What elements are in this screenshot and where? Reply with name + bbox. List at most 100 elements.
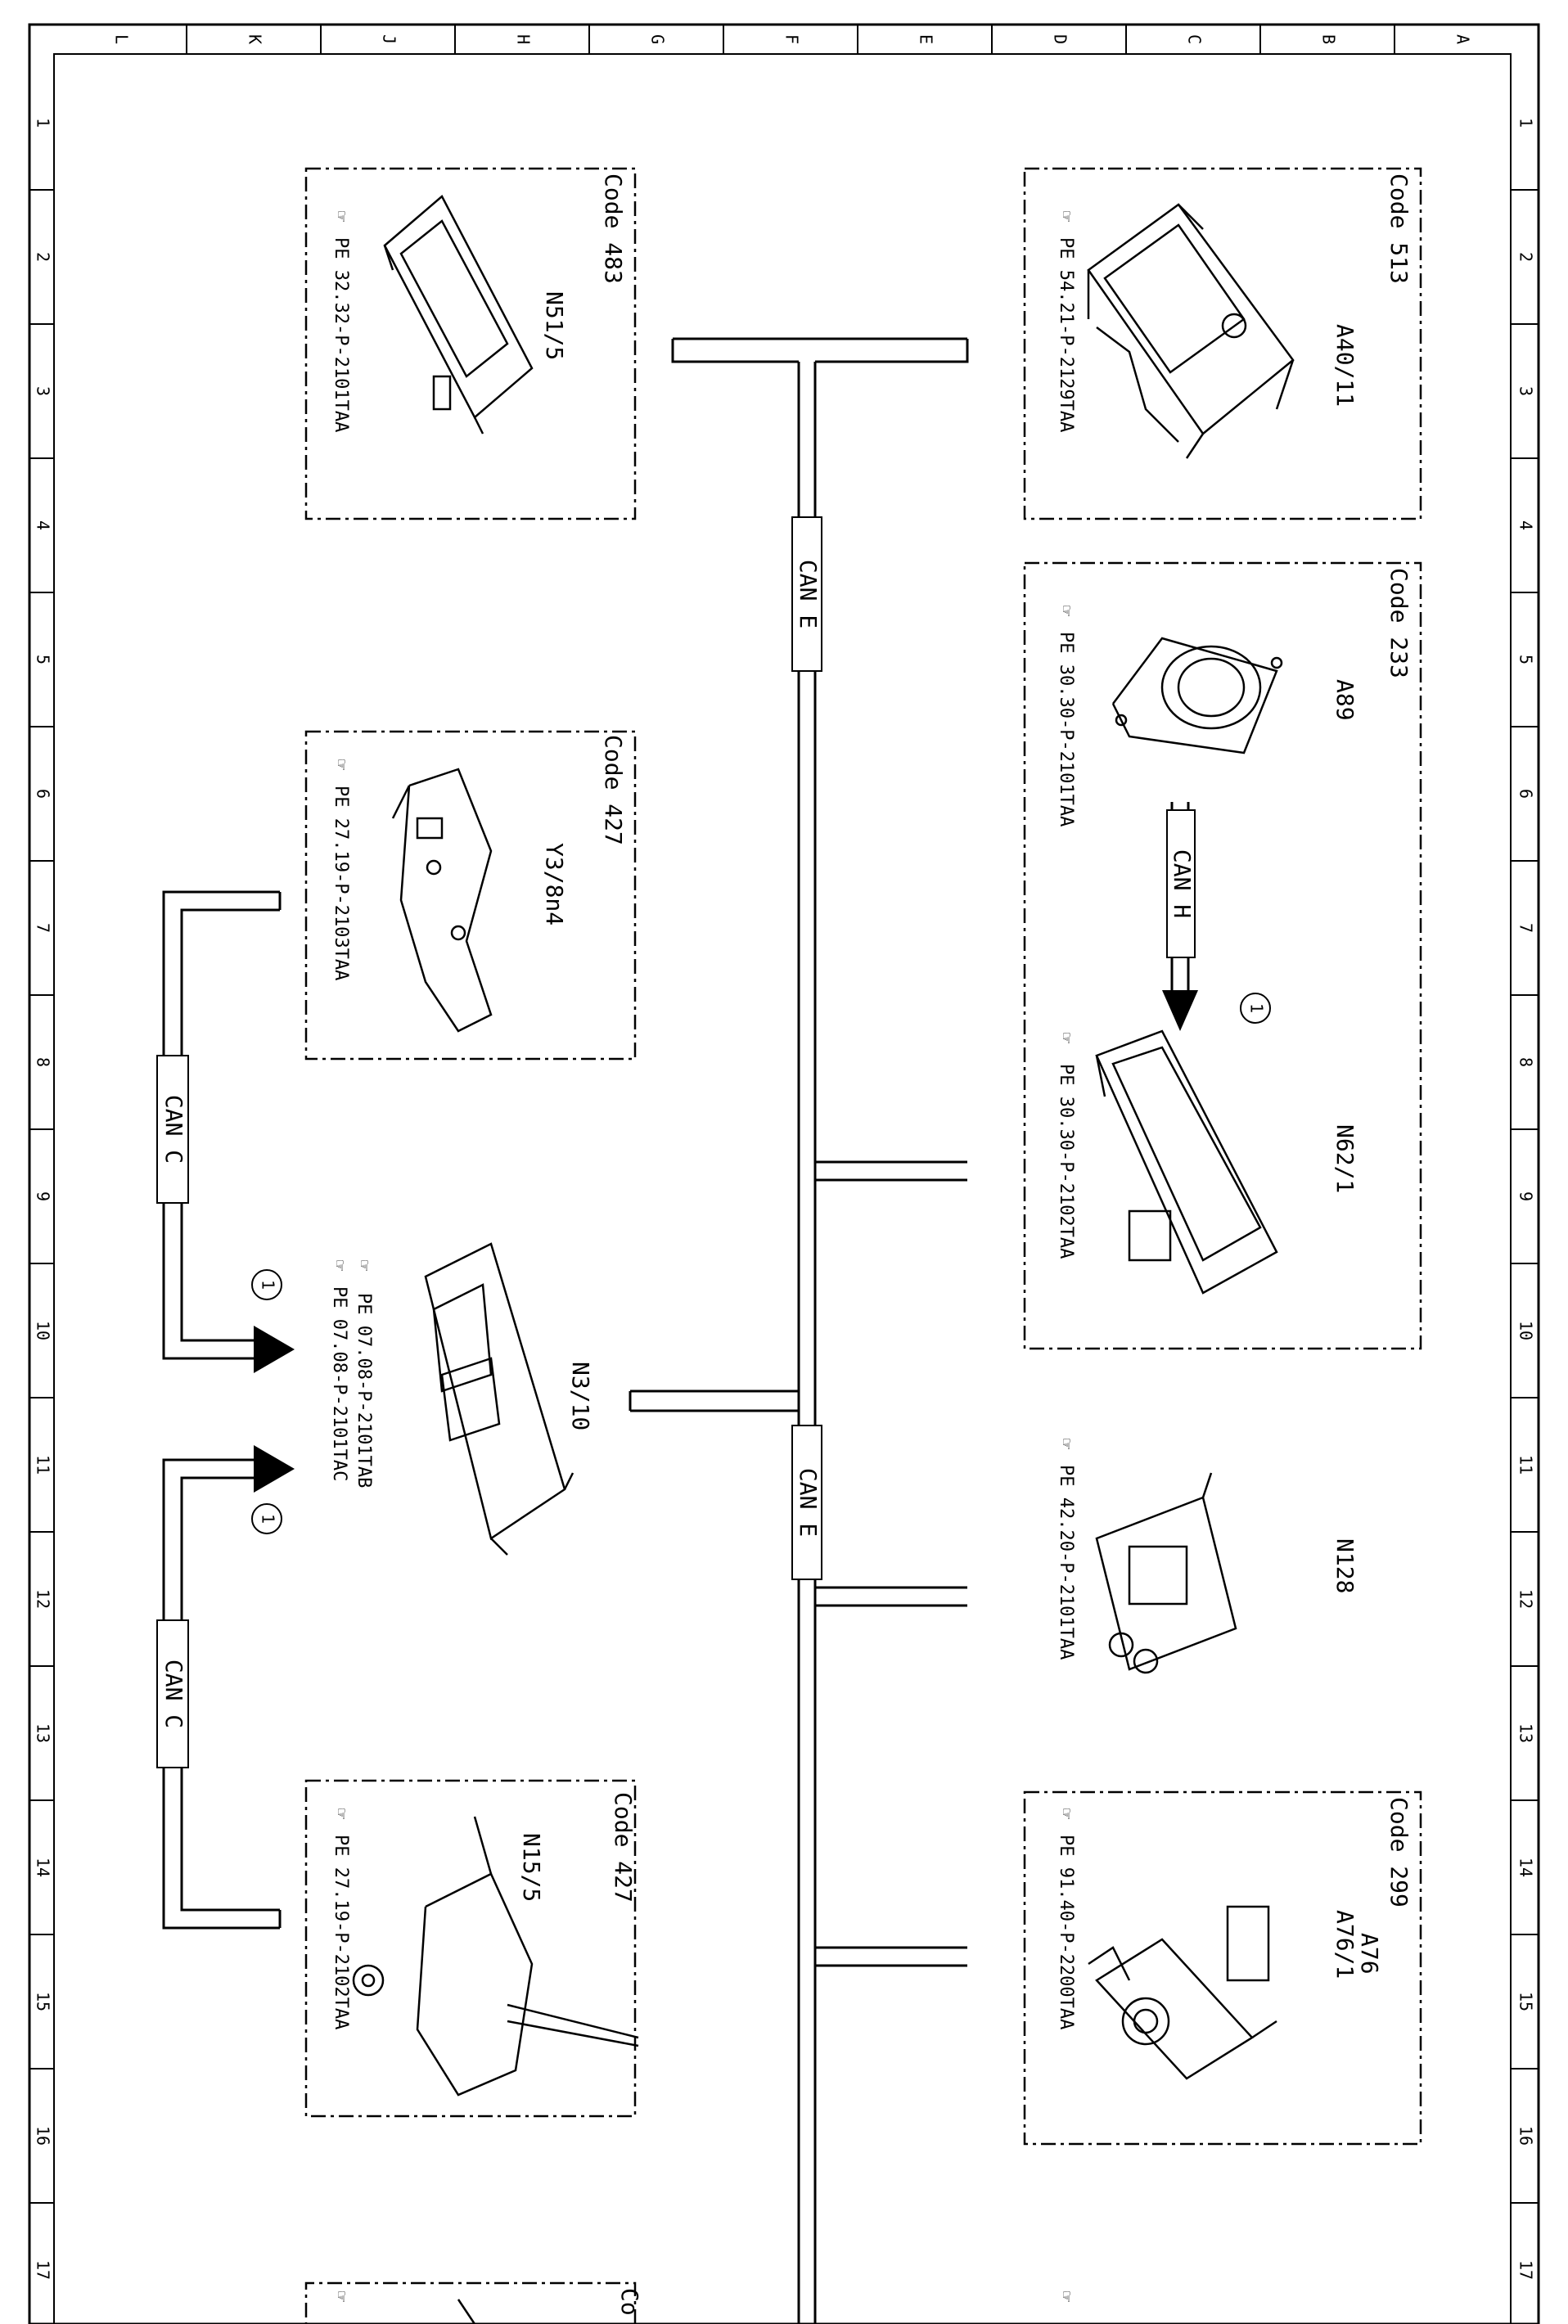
module-name: A89 [1331, 679, 1358, 721]
module-code-fragment: Co [616, 2288, 643, 2316]
col-letter: H [514, 34, 534, 44]
row-number: 2 [34, 252, 53, 262]
n3-10-illustration [424, 1242, 574, 1556]
module-ref-group: ☞ PE 27.19-P-2102TAA [331, 1808, 351, 2029]
doc-pointer-icon: ☞ [331, 2291, 351, 2302]
option-boxes [304, 167, 1422, 2324]
module-ref: PE 91.40-P-2200TAA [1056, 1835, 1076, 2029]
module-ref: PE 30.30-P-2102TAA [1056, 1064, 1076, 1259]
row-number: 17 [34, 2260, 53, 2280]
module-ref: PE 30.30-P-2101TAA [1056, 632, 1076, 826]
doc-pointer-icon: ☞ [1056, 1033, 1076, 1043]
module-ref: PE 27.19-P-2103TAA [331, 786, 351, 980]
col-letter: E [917, 34, 936, 44]
module-name: A76 [1356, 1933, 1383, 1975]
doc-pointer-icon: ☞ [354, 1260, 374, 1271]
row-number: 3 [1516, 386, 1536, 396]
module-name: A40/11 [1331, 324, 1358, 407]
module-ref: PE 27.19-P-2102TAA [331, 1835, 351, 2029]
module-name: Y3/8n4 [541, 843, 568, 926]
doc-pointer-icon: ☞ [329, 1260, 349, 1271]
row-number: 15 [1516, 1992, 1536, 2011]
module-ref-group: ☞ PE 54.21-P-2129TAA [1056, 211, 1076, 432]
row-grid [29, 189, 1539, 2204]
note-marker: 1 [1247, 1003, 1267, 1013]
module-ref-group: ☞ PE 27.19-P-2103TAA [331, 759, 351, 980]
module-name: N15/5 [518, 1833, 545, 1902]
doc-pointer-icon: ☞ [1056, 2291, 1076, 2302]
col-letter: A [1453, 34, 1473, 44]
doc-pointer-icon: ☞ [331, 1808, 351, 1819]
arrow-right-icon [254, 1445, 295, 1493]
n15-5-illustration [352, 1816, 639, 2097]
can-h-label: CAN H [1169, 849, 1196, 918]
module-code: Code 233 [1386, 568, 1413, 678]
row-number: 14 [34, 1858, 53, 1877]
y3-8n4-illustration [391, 768, 493, 1033]
col-letter: F [782, 34, 802, 44]
col-letter: D [1051, 34, 1070, 44]
row-number: 10 [34, 1321, 53, 1340]
n62-1-illustration [1095, 1029, 1278, 1295]
note-marker: 1 [259, 1514, 278, 1524]
can-e-label: CAN E [795, 1468, 822, 1537]
module-code: Code 483 [600, 173, 627, 284]
doc-pointer-icon: ☞ [1056, 1808, 1076, 1819]
module-ref: PE 07.08-P-2101TAB [354, 1293, 374, 1488]
column-grid [186, 25, 1395, 54]
row-number: 6 [34, 789, 53, 799]
row-number: 12 [34, 1589, 53, 1609]
module-name-2: A76/1 [1331, 1910, 1358, 1979]
module-code: Code 299 [1386, 1797, 1413, 1907]
row-number: 9 [34, 1191, 53, 1201]
row-number: 9 [1516, 1191, 1536, 1201]
can-e-bus [629, 337, 969, 2324]
row-number: 6 [1516, 789, 1536, 799]
doc-pointer-icon: ☞ [1056, 1439, 1076, 1449]
col-letter: G [648, 34, 668, 44]
row-number: 8 [34, 1057, 53, 1067]
doc-pointer-icon: ☞ [1056, 211, 1076, 222]
module-ref: PE 54.21-P-2129TAA [1056, 237, 1076, 432]
row-number: 5 [34, 655, 53, 664]
row-number: 11 [1516, 1455, 1536, 1475]
row-number: 15 [34, 1992, 53, 2011]
module-name: N3/10 [567, 1362, 594, 1430]
row-number: 2 [1516, 252, 1536, 262]
row-number: 4 [1516, 520, 1536, 530]
row-number: 5 [1516, 655, 1536, 664]
module-ref: PE 42.20-P-2101TAA [1056, 1465, 1076, 1660]
module-name: N62/1 [1331, 1124, 1358, 1193]
row-number: 14 [1516, 1858, 1536, 1877]
col-letter: K [246, 34, 265, 44]
module-code: Code 427 [600, 735, 627, 845]
note-marker: 1 [259, 1280, 278, 1290]
col-letter: B [1319, 34, 1339, 44]
row-number: 1 [34, 118, 53, 128]
can-c-label: CAN C [160, 1095, 187, 1164]
a40-11-illustration [1087, 203, 1295, 459]
n128-illustration [1095, 1472, 1237, 1674]
doc-pointer-icon: ☞ [1056, 606, 1076, 616]
module-name: N51/5 [541, 291, 568, 360]
row-number: 1 [1516, 118, 1536, 128]
row-number: 8 [1516, 1057, 1536, 1067]
doc-pointer-icon: ☞ [331, 211, 351, 222]
arrow-down-icon [1162, 990, 1198, 1031]
doc-pointer-icon: ☞ [331, 759, 351, 770]
can-h-link: CAN H 1 [1162, 802, 1271, 1031]
col-letter: L [112, 34, 132, 44]
row-number: 17 [1516, 2260, 1536, 2280]
row-number: 16 [1516, 2126, 1536, 2146]
row-number: 12 [1516, 1589, 1536, 1609]
component-drawings [352, 195, 1295, 2324]
module-code: Code 513 [1386, 173, 1413, 284]
row-number: 4 [34, 520, 53, 530]
row-number: 16 [34, 2126, 53, 2146]
module-name: N128 [1331, 1538, 1358, 1593]
row-number: 13 [34, 1723, 53, 1743]
row-number: 3 [34, 386, 53, 396]
module-ref-group: ☞ PE 91.40-P-2200TAA [1056, 1808, 1076, 2029]
row-number: 7 [1516, 923, 1536, 933]
